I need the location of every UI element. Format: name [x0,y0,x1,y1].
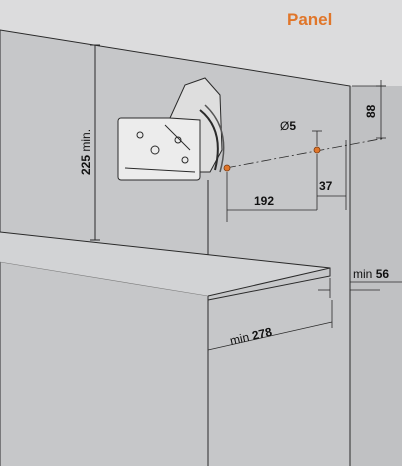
shelf-edge [0,231,331,301]
depth-dimension-line [207,321,333,351]
diagram-title: Panel [287,10,332,29]
height-dimension-unit: min. [79,129,93,152]
height-dimension-label: 225 min. [79,129,93,175]
svg-text:225 min.: 225 min. [79,129,93,175]
diameter-value: 5 [289,119,296,133]
mechanism-screw [181,156,189,164]
depth-value: 278 [251,325,274,343]
mechanism-screw [150,145,160,155]
mechanism-detail [164,124,191,151]
mechanism-spring-outer [204,104,225,173]
side-clearance-label: min 56 [353,267,389,281]
shelf-front-edge [207,267,331,297]
depth-unit: min [229,330,251,348]
cabinet-interior [0,30,350,466]
side-clearance-unit: min [353,267,372,281]
hole-diameter-label: Ø5 [280,119,296,133]
depth-label: min 278 [229,325,274,348]
cabinet-side-panel [350,86,402,466]
shelf-back-edge [0,261,209,297]
cabinet-outline [0,29,351,466]
mechanism-screw [174,136,182,144]
drill-hole [313,146,321,154]
mechanism-screw [136,131,144,139]
top-offset-value: 88 [364,104,378,118]
horizontal-dimension-value: 192 [254,194,274,208]
diameter-symbol: Ø [280,119,289,133]
lift-mechanism [117,77,225,181]
side-clearance-value: 56 [376,267,390,281]
mechanism-spring [199,109,219,171]
shelf-top [0,232,330,296]
small-dimension-value: 37 [319,179,333,193]
drill-hole [223,164,231,172]
top-offset-label: 88 [364,104,378,118]
height-dimension-value: 225 [79,155,93,175]
hole-centerline [225,137,386,169]
mechanism-detail [124,167,196,173]
mechanism-arm [169,77,223,173]
svg-text:min 278: min 278 [229,325,274,348]
